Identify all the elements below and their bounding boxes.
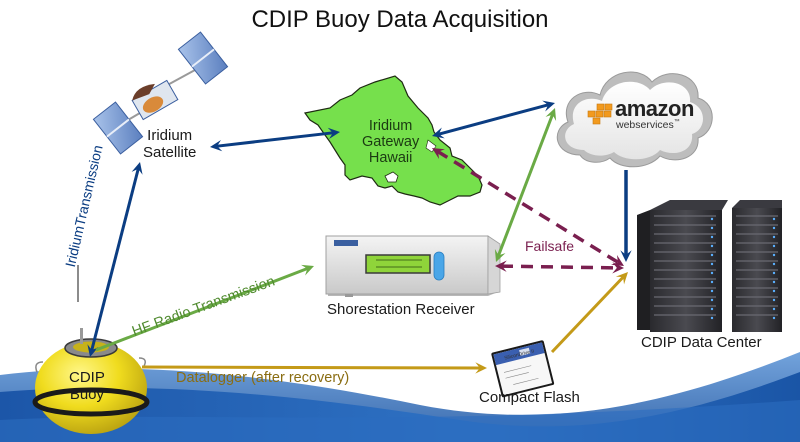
buoy-label: CDIP Buoy	[69, 369, 105, 404]
receiver-aws-arrow-tail-head	[494, 249, 506, 262]
server-led	[772, 235, 776, 239]
server-led	[710, 298, 714, 302]
datalogger-arrow-head	[475, 362, 487, 374]
satellite-label: Iridium Satellite	[143, 127, 197, 162]
aws-sub-text: webservices™	[616, 119, 680, 131]
gateway-datacenter-failsafe-arrow-tail-head	[432, 148, 445, 159]
server-led	[710, 271, 714, 275]
server-led	[710, 217, 714, 221]
hf-radio-arrow	[95, 264, 314, 352]
gateway-datacenter-failsafe-arrow-head	[611, 255, 624, 266]
gateway-label: Iridium Gateway Hawaii	[362, 118, 419, 167]
server-led	[772, 217, 776, 221]
server-led	[710, 244, 714, 248]
aws-datacenter-arrow	[620, 170, 632, 262]
datacenter-label: CDIP Data Center	[641, 334, 762, 351]
aws-sub-label: webservices	[616, 119, 674, 131]
shorestation-label: Shorestation Receiver	[327, 301, 475, 318]
compactflash-label: Compact Flash	[479, 389, 580, 406]
receiver-datacenter-failsafe-arrow-head	[612, 262, 624, 274]
receiver-datacenter-failsafe-arrow	[495, 260, 624, 274]
server-led	[772, 271, 776, 275]
hf-radio-arrow-head	[301, 264, 314, 276]
satellite-gateway-arrow	[210, 127, 340, 152]
server-led	[710, 289, 714, 293]
server-led	[772, 253, 776, 257]
gateway-label-line1: Iridium	[368, 118, 413, 134]
server-led	[772, 226, 776, 230]
server-led	[772, 280, 776, 284]
buoy-label-line2: Buoy	[69, 385, 105, 403]
server-rack-icon	[637, 200, 782, 332]
server-led	[772, 316, 776, 320]
server-led	[772, 289, 776, 293]
gateway-aws-arrow-tail-head	[432, 127, 445, 139]
server-led	[710, 235, 714, 239]
gateway-label-line2: Gateway	[362, 134, 420, 151]
receiver-aws-arrow-head	[545, 108, 557, 121]
gateway-datacenter-failsafe-arrow	[432, 148, 624, 266]
server-led	[772, 262, 776, 266]
satellite-gateway-arrow-tail-head	[210, 140, 223, 152]
server-led	[710, 226, 714, 230]
aws-tm: ™	[673, 119, 680, 125]
aws-brand-text: amazon	[615, 96, 694, 121]
satellite-icon	[92, 31, 229, 155]
server-led	[772, 244, 776, 248]
server-led	[710, 253, 714, 257]
server-led	[772, 298, 776, 302]
server-led	[710, 316, 714, 320]
receiver-unit-icon	[325, 235, 501, 297]
datalogger-arrow	[141, 362, 487, 374]
satellite-gateway-arrow-head	[327, 127, 340, 139]
iridium-transmission-arrow-tail-head	[87, 344, 99, 357]
compact-flash-card-icon	[491, 340, 555, 398]
server-led	[772, 307, 776, 311]
server-led	[710, 307, 714, 311]
satellite-label-line1: Iridium	[147, 127, 193, 144]
buoy-label-line1: CDIP	[69, 369, 105, 386]
iridium-transmission-arrow	[87, 162, 143, 357]
compactflash-datacenter-arrow-head	[615, 272, 628, 285]
iridium-transmission-arrow-head	[131, 162, 143, 175]
failsafe-label: Failsafe	[525, 238, 575, 254]
aws-cloud-icon	[556, 71, 713, 168]
aws-datacenter-arrow-head	[620, 250, 632, 262]
server-led	[710, 280, 714, 284]
oahu-island-map-icon	[303, 75, 483, 206]
diagram-title: CDIP Buoy Data Acquisition	[251, 6, 549, 33]
ocean-waves	[0, 352, 800, 442]
compactflash-datacenter-arrow	[550, 272, 628, 354]
receiver-datacenter-failsafe-arrow-tail-head	[495, 260, 507, 272]
gateway-label-line3: Hawaii	[368, 150, 413, 167]
satellite-label-line2: Satellite	[143, 143, 197, 161]
gateway-aws-arrow-head	[542, 100, 555, 112]
server-led	[710, 262, 714, 266]
datalogger-label: Datalogger (after recovery)	[176, 370, 350, 386]
receiver-aws-arrow	[494, 108, 557, 262]
gateway-aws-arrow	[432, 100, 555, 139]
